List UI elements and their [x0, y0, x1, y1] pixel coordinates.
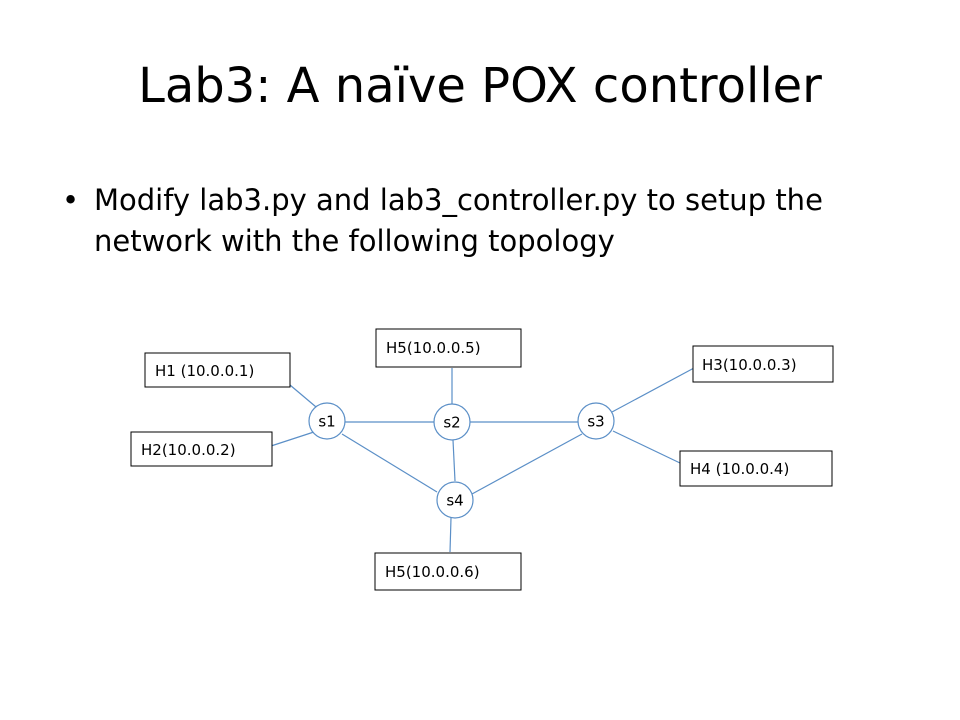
host-h1: H1 (10.0.0.1) [144, 352, 291, 388]
host-h1-label: H1 (10.0.0.1) [155, 362, 254, 380]
host-box [130, 431, 273, 467]
host-h5-bottom: H5(10.0.0.6) [374, 552, 522, 591]
host-h5-top: H5(10.0.0.5) [375, 328, 522, 368]
switch-s4-label: s4 [446, 492, 463, 510]
switch-node-circle [433, 403, 471, 441]
host-h5-top-label: H5(10.0.0.5) [386, 339, 481, 357]
switch-node-circle [577, 402, 615, 440]
link-s2-s4 [452, 439, 456, 482]
link-s3-s4 [471, 433, 583, 495]
switch-node-circle [436, 481, 474, 519]
link-h2-s1 [270, 429, 321, 447]
host-h3: H3(10.0.0.3) [692, 345, 834, 383]
bullet-marker: • [62, 183, 80, 217]
link-s1-s4 [341, 433, 438, 493]
host-h5-bottom-label: H5(10.0.0.6) [385, 563, 480, 581]
host-box [679, 450, 833, 487]
switch-node-circle [308, 402, 346, 440]
switch-s2: s2 [433, 403, 471, 441]
slide-title: Lab3: A naïve POX controller [138, 58, 822, 114]
switch-s3-label: s3 [587, 413, 604, 431]
link-h3-s3 [611, 367, 695, 413]
host-h3-label: H3(10.0.0.3) [702, 356, 797, 374]
switch-s1: s1 [308, 402, 346, 440]
switch-s1-label: s1 [318, 413, 335, 431]
switch-s2-label: s2 [443, 414, 460, 432]
link-h4-s3 [612, 430, 681, 464]
host-box [692, 345, 834, 383]
host-h4-label: H4 (10.0.0.4) [690, 460, 789, 478]
host-h4: H4 (10.0.0.4) [679, 450, 833, 487]
switch-s3: s3 [577, 402, 615, 440]
host-h2: H2(10.0.0.2) [130, 431, 273, 467]
bullet-text: Modify lab3.py and lab3_controller.py to… [94, 183, 823, 259]
host-box [375, 328, 522, 368]
link-h5bottom-s4 [449, 517, 452, 553]
switch-s4: s4 [436, 481, 474, 519]
host-box [374, 552, 522, 591]
host-h2-label: H2(10.0.0.2) [141, 441, 236, 459]
bullet-item: • Modify lab3.py and lab3_controller.py … [62, 180, 922, 263]
host-box [144, 352, 291, 388]
